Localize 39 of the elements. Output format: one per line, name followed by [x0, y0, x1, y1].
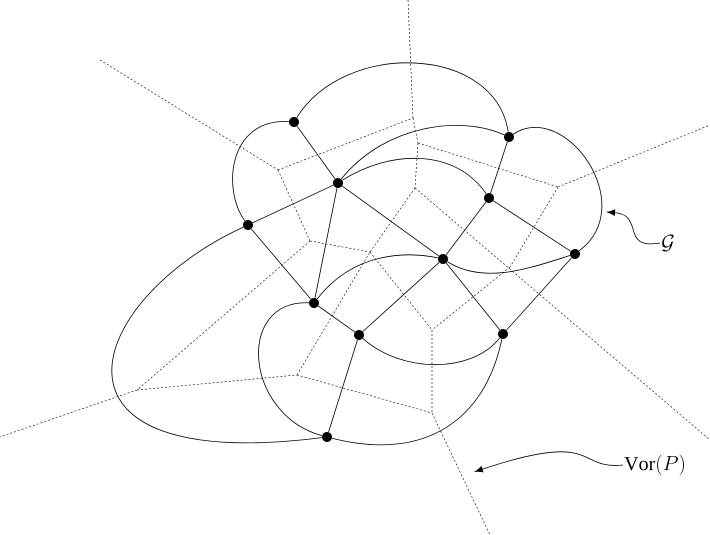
graph-edge — [318, 306, 356, 332]
graph-edge — [342, 186, 440, 256]
graph-edge — [446, 202, 486, 256]
graph-vertex — [484, 193, 494, 203]
graph-vertex — [309, 298, 319, 308]
formula-label: $\mathrm{Vor}(P)$ — [624, 454, 684, 476]
graph-edge — [447, 255, 570, 274]
graph-edge — [258, 302, 322, 436]
graph-edge — [342, 158, 486, 194]
graph-edge — [328, 340, 358, 432]
graph-edge — [340, 125, 505, 180]
graph-edge — [316, 254, 438, 300]
graph-vertex — [504, 132, 514, 142]
graph-edge — [446, 262, 500, 330]
graph-edge — [232, 121, 290, 222]
graph-vertex — [438, 254, 448, 264]
graph-vertex — [354, 330, 364, 340]
graph-vertex — [498, 328, 508, 339]
graph-edge — [332, 338, 502, 446]
graph-edge — [112, 226, 322, 444]
leader-arrow — [475, 451, 624, 472]
graph-edge — [492, 200, 572, 252]
graph-edge — [362, 338, 500, 366]
graph-edge — [506, 257, 572, 331]
graph-edge — [362, 262, 440, 332]
graph-vertex — [570, 249, 580, 259]
graph-edge — [296, 62, 509, 132]
graph-vertex — [243, 220, 253, 230]
graph-vertex — [333, 178, 343, 188]
graph-edge — [296, 126, 336, 180]
graph-edge — [252, 184, 334, 224]
graph-edge — [490, 142, 508, 194]
formula-label: $\mathcal{G}$ — [662, 234, 674, 252]
graph-edge — [512, 127, 602, 252]
graph-vertex — [289, 117, 299, 127]
graph-vertex — [322, 432, 332, 442]
leader-arrow — [607, 209, 660, 244]
graph-edge — [314, 188, 338, 298]
graph-edge — [250, 228, 312, 300]
